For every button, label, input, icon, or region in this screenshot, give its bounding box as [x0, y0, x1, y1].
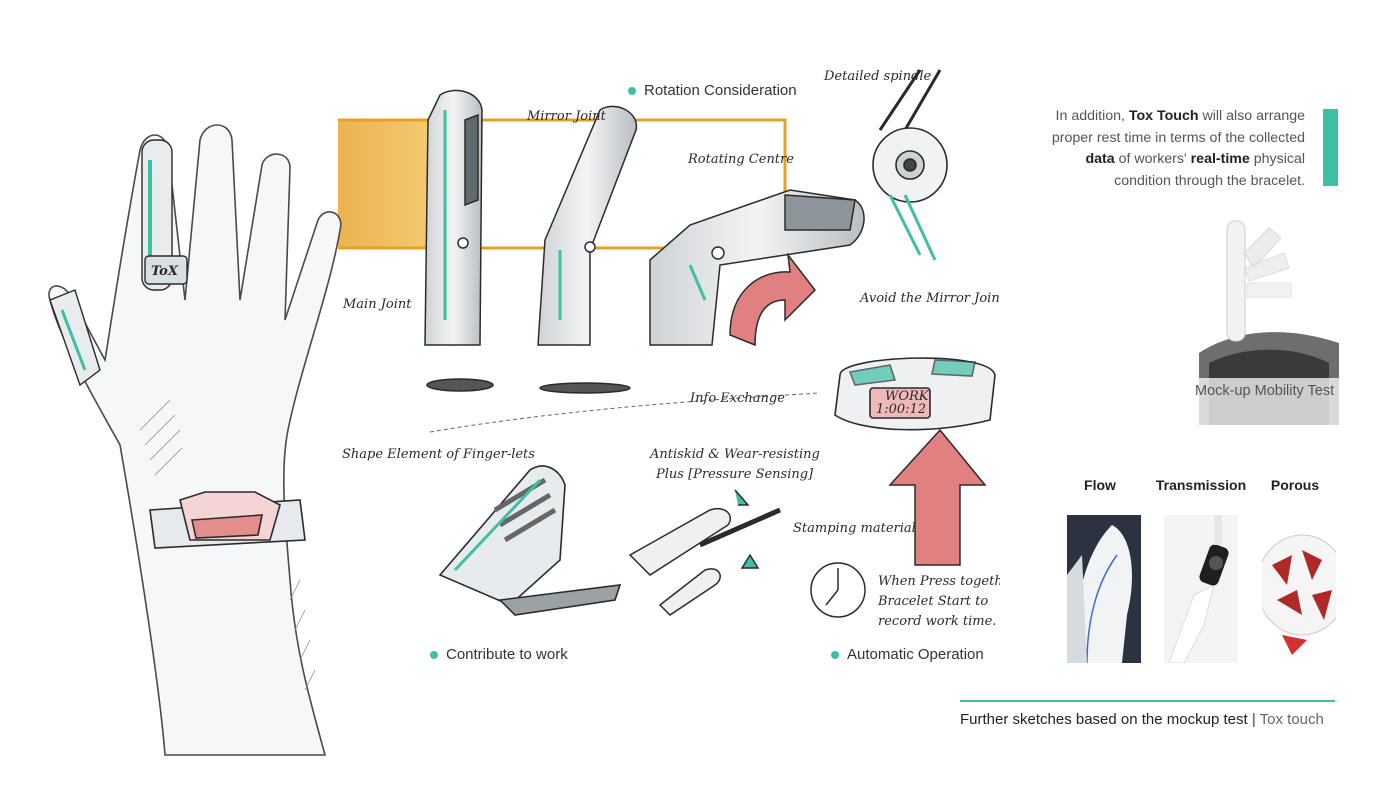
desc-mid1: will also arrange proper rest time in te…	[1051, 108, 1305, 146]
display-work: WORK	[885, 389, 930, 404]
note-shape-element: Shape Element of Finger-lets	[342, 447, 535, 462]
note-main-joint: Main Joint	[342, 297, 412, 312]
note-antiskid: Antiskid & Wear-resisting	[649, 447, 820, 462]
rotation-arrow	[729, 252, 816, 347]
bracelet-display	[834, 357, 996, 431]
note-when-press: When Press together	[878, 574, 1000, 589]
note-rotating-centre: Rotating Centre	[687, 152, 794, 167]
finger-module-main	[424, 89, 494, 392]
hand-sketch	[48, 124, 342, 756]
desc-brand: Tox Touch	[1128, 108, 1199, 124]
material-label-flow: Flow	[1084, 477, 1116, 493]
finger-module-bend	[537, 105, 638, 394]
note-mirror-joint: Mirror Joint	[526, 109, 607, 124]
label-automatic-text: Automatic Operation	[847, 646, 984, 663]
material-label-porous: Porous	[1270, 477, 1320, 493]
note-pressure-sensing: Plus [Pressure Sensing]	[655, 467, 814, 482]
desc-mid2: of workers'	[1114, 151, 1191, 167]
bullet-dot	[831, 650, 839, 659]
note-spindle: Detailed spindle	[823, 69, 932, 84]
desc-post: physical condition through the bracelet.	[1114, 151, 1305, 189]
description: In addition, Tox Touch will also arrange…	[1030, 106, 1305, 192]
label-contribute-text: Contribute to work	[446, 646, 568, 663]
desc-pre: In addition,	[1055, 108, 1129, 124]
small-finger-parts	[628, 489, 782, 616]
material-image-flow	[1067, 515, 1141, 663]
fingertip-cap	[438, 465, 622, 616]
label-rotation: Rotation Consideration	[628, 82, 797, 99]
material-label-transmission: Transmission	[1155, 477, 1247, 493]
product-sketch: ToX	[48, 69, 1000, 756]
desc-data: data	[1085, 151, 1115, 167]
hand-shading	[139, 399, 316, 691]
footer-title: Further sketches based on the mockup tes…	[960, 711, 1248, 728]
mockup-photo	[1199, 213, 1339, 425]
clock-icon	[810, 562, 866, 618]
finger-lets	[49, 139, 188, 387]
label-automatic: Automatic Operation	[831, 646, 984, 663]
desc-realtime: real-time	[1190, 151, 1250, 167]
note-stamping: Stamping material	[793, 521, 916, 536]
wrist-bracelet	[149, 491, 306, 549]
bullet-dot	[430, 650, 438, 659]
footer-line	[960, 700, 1335, 702]
note-info-exchange: Info Exchange	[689, 391, 785, 406]
note-avoid-mirror: Avoid the Mirror Joint	[859, 291, 1000, 306]
up-arrow	[888, 428, 987, 566]
note-bracelet-start: Bracelet Start to	[877, 594, 988, 609]
footer-separator: |	[1251, 711, 1256, 728]
label-rotation-text: Rotation Consideration	[644, 82, 797, 99]
mockup-caption: Mock-up Mobility Test	[1195, 383, 1335, 399]
spindle-detail	[872, 69, 948, 261]
accent-bar	[1323, 109, 1338, 186]
material-image-transmission	[1164, 515, 1238, 663]
footer-subtitle: Tox touch	[1259, 711, 1324, 728]
note-record-time: record work time.	[878, 614, 996, 629]
bullet-dot	[628, 86, 636, 95]
material-image-porous	[1262, 515, 1336, 663]
finger-module-rotating	[649, 189, 865, 346]
display-time: 1:00:12	[876, 402, 926, 417]
ring-badge: ToX	[151, 264, 179, 279]
footer: Further sketches based on the mockup tes…	[960, 711, 1324, 728]
label-contribute: Contribute to work	[430, 646, 568, 663]
